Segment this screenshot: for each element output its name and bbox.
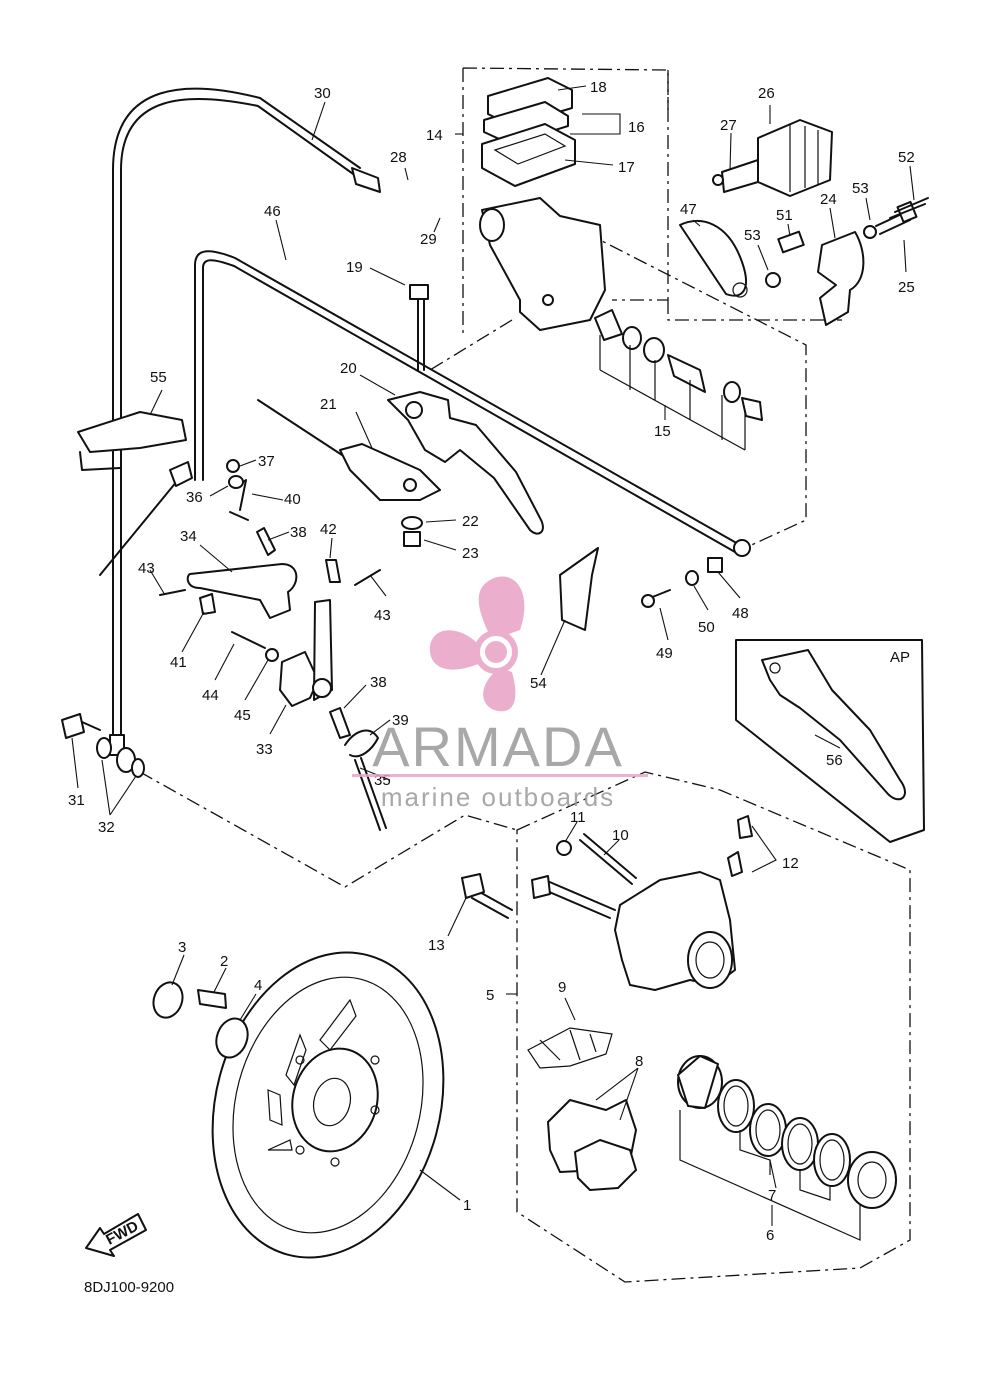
callout-43a: 43 [138, 560, 155, 577]
callout-44: 44 [202, 687, 219, 704]
caliper-pistons [677, 1055, 897, 1241]
callout-7: 7 [768, 1187, 776, 1204]
fwd-arrow-icon: FWD [85, 1213, 147, 1257]
callout-17: 17 [618, 159, 635, 176]
watermark-brand: ARMADA [372, 715, 624, 778]
callout-labels: 1 2 3 4 5 6 7 8 9 10 11 12 13 14 15 16 1… [68, 79, 915, 1296]
callout-53a: 53 [852, 180, 869, 197]
callout-3: 3 [178, 939, 186, 956]
callout-42: 42 [320, 521, 337, 538]
nuts-22-23 [401, 516, 423, 547]
callout-5: 5 [486, 987, 494, 1004]
cable-bracket [77, 411, 193, 576]
callout-12: 12 [782, 855, 799, 872]
callout-50: 50 [698, 619, 715, 636]
propeller-blade [478, 576, 525, 640]
callout-25: 25 [898, 279, 915, 296]
callout-56: 56 [826, 752, 843, 769]
callout-20: 20 [340, 360, 357, 377]
callout-21: 21 [320, 396, 337, 413]
callout-29: 29 [420, 231, 437, 248]
callout-39: 39 [392, 712, 409, 729]
callout-31: 31 [68, 792, 85, 809]
callout-36: 36 [186, 489, 203, 506]
ap-label: AP [890, 649, 910, 666]
callout-41: 41 [170, 654, 187, 671]
callout-27: 27 [720, 117, 737, 134]
callout-43b: 43 [374, 607, 391, 624]
fasteners-48-49-50 [641, 539, 751, 608]
callout-22: 22 [462, 513, 479, 530]
callout-13: 13 [428, 937, 445, 954]
callout-49: 49 [656, 645, 673, 662]
callout-30: 30 [314, 85, 331, 102]
callout-38b: 38 [370, 674, 387, 691]
callout-8: 8 [635, 1053, 643, 1070]
callout-18: 18 [590, 79, 607, 96]
callout-37: 37 [258, 453, 275, 470]
callout-46: 46 [264, 203, 281, 220]
fasteners-31-32 [61, 713, 145, 778]
callout-51: 51 [776, 207, 793, 224]
callout-47: 47 [680, 201, 697, 218]
brake-pads [527, 1027, 637, 1191]
callout-14: 14 [426, 127, 443, 144]
callout-6: 6 [766, 1227, 774, 1244]
brake-hose-30 [109, 87, 381, 756]
callout-55: 55 [150, 369, 167, 386]
brake-pedal [257, 284, 544, 535]
callout-33: 33 [256, 741, 273, 758]
callout-45: 45 [234, 707, 251, 724]
diagram-code: 8DJ100-9200 [84, 1279, 174, 1296]
armada-logo [429, 576, 525, 712]
callout-53b: 53 [744, 227, 761, 244]
callout-16: 16 [628, 119, 645, 136]
callout-1: 1 [463, 1197, 471, 1214]
callout-9: 9 [558, 979, 566, 996]
callout-26: 26 [758, 85, 775, 102]
watermark-rule [352, 774, 648, 777]
callout-34: 34 [180, 528, 197, 545]
brake-disc [152, 951, 445, 1259]
callout-52: 52 [898, 149, 915, 166]
callout-4: 4 [254, 977, 262, 994]
callout-11: 11 [570, 809, 586, 826]
ap-inset [735, 639, 925, 843]
cover-54 [559, 547, 599, 631]
armada-watermark: ARMADA marine outboards [352, 715, 648, 812]
propeller-blade [429, 630, 480, 670]
callout-10: 10 [612, 827, 629, 844]
callout-32: 32 [98, 819, 115, 836]
propeller-blade [483, 668, 516, 712]
callout-24: 24 [820, 191, 837, 208]
piston-parts [594, 309, 763, 451]
brake-switch [712, 119, 833, 197]
footrest-bracket [679, 220, 877, 326]
callout-38a: 38 [290, 524, 307, 541]
callout-2: 2 [220, 953, 228, 970]
leader-lines [71, 85, 915, 1226]
brake-rod-46 [194, 250, 741, 553]
bolt-13 [461, 873, 513, 919]
callout-40: 40 [284, 491, 301, 508]
callout-19: 19 [346, 259, 363, 276]
callout-28: 28 [390, 149, 407, 166]
callout-23: 23 [462, 545, 479, 562]
master-cylinder [479, 77, 606, 331]
bolts-25-52 [875, 197, 929, 235]
callout-15: 15 [654, 423, 671, 440]
watermark-tagline: marine outboards [381, 782, 615, 812]
callout-48: 48 [732, 605, 749, 622]
caliper [531, 815, 753, 991]
callout-54: 54 [530, 675, 547, 692]
